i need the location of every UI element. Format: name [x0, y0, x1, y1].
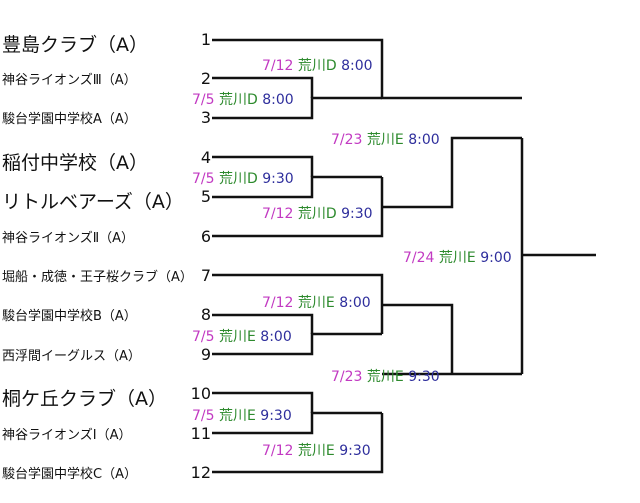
bracket-line-10: [212, 391, 314, 413]
team-name-11: 神谷ライオンズⅠ（A）: [2, 428, 132, 443]
match-label-2v3: 7/5 荒川D 8:00: [192, 89, 294, 109]
team-name-4: 稲付中学校（A）: [2, 152, 148, 174]
team-name-9: 西浮間イーグルス（A）: [2, 349, 141, 364]
match-label-1-vs-winner: 7/12 荒川D 8:00: [262, 55, 373, 75]
bracket-line-6: [212, 177, 384, 238]
bracket-line-1: [212, 38, 522, 100]
match-venue: 荒川E: [366, 369, 404, 385]
bracket-line-8: [212, 313, 314, 334]
seed-10: 10: [190, 384, 211, 403]
bracket-line-semi1: [382, 136, 522, 209]
match-label-7-vs-winner: 7/12 荒川E 8:00: [262, 292, 371, 312]
seed-9: 9: [200, 345, 211, 364]
bracket-line-2: [212, 76, 314, 98]
match-venue: 荒川E: [366, 132, 404, 148]
match-date: 7/23: [331, 132, 363, 148]
match-time: 8:00: [262, 92, 294, 108]
match-time: 8:00: [341, 58, 373, 74]
team-name-1: 豊島クラブ（A）: [2, 34, 148, 56]
match-date: 7/23: [331, 369, 363, 385]
match-venue: 荒川E: [218, 329, 256, 345]
team-name-6: 神谷ライオンズⅡ（A）: [2, 231, 135, 246]
match-time: 9:30: [260, 408, 292, 424]
bracket-line-4: [212, 155, 314, 177]
match-venue: 荒川E: [297, 443, 335, 459]
match-date: 7/12: [262, 295, 294, 311]
match-time: 9:30: [339, 443, 371, 459]
match-time: 9:00: [480, 250, 512, 266]
match-label-winner-vs-12: 7/12 荒川E 9:30: [262, 440, 371, 460]
seed-7: 7: [200, 266, 211, 285]
match-date: 7/24: [403, 250, 435, 266]
team-name-8: 駿台学園中学校B（A）: [2, 309, 137, 324]
seed-6: 6: [200, 227, 211, 246]
bracket-line-7: [212, 273, 384, 334]
match-label-semifinal-2: 7/23 荒川E 9:30: [331, 366, 440, 386]
seed-12: 12: [190, 463, 211, 482]
match-time: 8:00: [339, 295, 371, 311]
match-time: 8:00: [260, 329, 292, 345]
match-date: 7/5: [192, 171, 215, 187]
match-date: 7/5: [192, 408, 215, 424]
match-time: 8:00: [408, 132, 440, 148]
team-name-10: 桐ケ丘クラブ（A）: [2, 388, 167, 410]
match-label-semifinal-1: 7/23 荒川E 8:00: [331, 129, 440, 149]
match-venue: 荒川E: [218, 408, 256, 424]
seed-8: 8: [200, 305, 211, 324]
bracket-line-final: [520, 138, 596, 374]
match-venue: 荒川D: [218, 171, 258, 187]
match-label-8v9: 7/5 荒川E 8:00: [192, 326, 292, 346]
seed-1: 1: [200, 30, 211, 49]
match-date: 7/5: [192, 92, 215, 108]
bracket-line-9: [212, 332, 382, 356]
match-label-10v11: 7/5 荒川E 9:30: [192, 405, 292, 425]
match-venue: 荒川D: [218, 92, 258, 108]
bracket-line-semi2: [382, 303, 522, 376]
match-venue: 荒川E: [438, 250, 476, 266]
seed-5: 5: [200, 187, 211, 206]
match-date: 7/5: [192, 329, 215, 345]
match-venue: 荒川D: [297, 58, 337, 74]
match-venue: 荒川D: [297, 206, 337, 222]
bracket-line-5: [212, 175, 382, 199]
match-label-final: 7/24 荒川E 9:00: [403, 247, 512, 267]
team-name-2: 神谷ライオンズⅢ（A）: [2, 73, 137, 88]
seed-2: 2: [200, 69, 211, 88]
team-name-12: 駿台学園中学校C（A）: [2, 467, 137, 482]
match-label-winner-vs-6: 7/12 荒川D 9:30: [262, 203, 373, 223]
bracket-line-12: [212, 413, 384, 474]
team-name-5: リトルベアーズ（A）: [2, 191, 184, 213]
seed-4: 4: [200, 148, 211, 167]
team-name-3: 駿台学園中学校A（A）: [2, 112, 137, 127]
seed-3: 3: [200, 108, 211, 127]
match-venue: 荒川E: [297, 295, 335, 311]
bracket-line-11: [212, 411, 382, 435]
match-time: 9:30: [262, 171, 294, 187]
match-time: 9:30: [408, 369, 440, 385]
team-name-7: 堀船・成徳・王子桜クラブ（A）: [2, 270, 193, 285]
seed-11: 11: [190, 424, 211, 443]
match-date: 7/12: [262, 58, 294, 74]
bracket-line-3: [212, 96, 382, 120]
match-time: 9:30: [341, 206, 373, 222]
match-date: 7/12: [262, 206, 294, 222]
match-date: 7/12: [262, 443, 294, 459]
match-label-4v5: 7/5 荒川D 9:30: [192, 168, 294, 188]
